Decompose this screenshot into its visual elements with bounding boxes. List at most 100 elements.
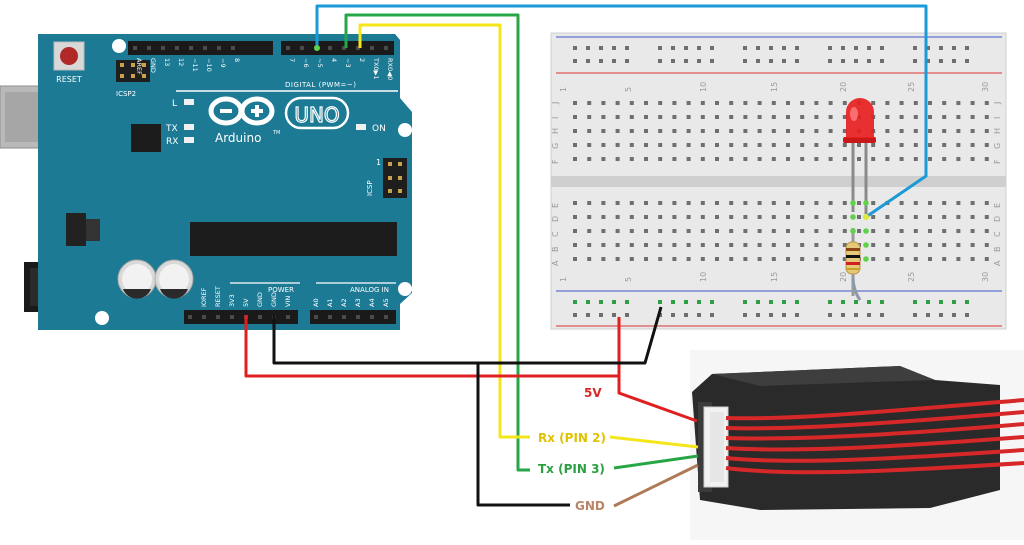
voltage-regulator	[66, 213, 86, 246]
breadboard-hole	[601, 243, 606, 247]
breadboard-hole	[814, 215, 819, 219]
rail-hole	[913, 300, 917, 304]
header-pin	[258, 315, 262, 319]
rail-hole	[965, 46, 969, 50]
rail-hole	[926, 313, 930, 317]
row-letter: D	[551, 216, 560, 222]
rail-hole	[880, 59, 884, 63]
breadboard-hole	[970, 229, 975, 233]
wire-yellow-rx	[358, 23, 530, 439]
row-letter: E	[551, 203, 560, 208]
breadboard-hole	[913, 257, 918, 261]
breadboard-hole	[956, 101, 961, 105]
breadboard-hole	[757, 257, 762, 261]
breadboard-hole	[928, 101, 932, 105]
wire-red-to-sensor	[617, 376, 698, 423]
breadboard-hole	[842, 257, 847, 261]
capacitors	[117, 259, 194, 299]
breadboard-hole	[800, 201, 805, 205]
rail-hole	[697, 59, 701, 63]
rail-hole	[625, 59, 629, 63]
digital-pin-label: ~6	[302, 58, 310, 68]
breadboard-hole	[942, 243, 947, 247]
bottom-pin-label: A3	[354, 298, 362, 307]
ribbon-wire	[725, 461, 1024, 475]
digital-pin-label: TX0▶1	[372, 57, 380, 80]
breadboard-hole	[629, 229, 634, 233]
breadboard-hole	[715, 129, 719, 133]
breadboard-hole	[573, 129, 577, 133]
row-letter: A	[993, 260, 1002, 266]
rail-hole	[952, 46, 956, 50]
breadboard-hole	[786, 115, 790, 119]
rail-hole	[756, 300, 760, 304]
breadboard-hole	[700, 129, 705, 133]
breadboard-hole	[615, 243, 620, 247]
breadboard-hole	[757, 201, 762, 205]
header-pin	[230, 315, 234, 319]
rail-hole	[965, 313, 969, 317]
header-block-right	[281, 41, 394, 55]
rail-hole	[586, 59, 590, 63]
breadboard-hole	[573, 143, 577, 147]
breadboard-hole	[842, 243, 847, 247]
breadboard-hole	[757, 215, 762, 219]
rail-hole	[880, 300, 884, 304]
bottom-pin-label: A2	[340, 298, 348, 307]
rail-hole	[625, 46, 629, 50]
breadboard-hole	[800, 143, 805, 147]
digital-pin-label: 4	[330, 58, 338, 62]
row-letter: A	[551, 260, 560, 266]
breadboard-hole	[644, 101, 648, 105]
rail-hole	[710, 46, 714, 50]
breadboard-hole	[984, 115, 989, 119]
rail-hole	[926, 59, 930, 63]
rail-hole	[828, 46, 832, 50]
breadboard-rail-holes	[573, 46, 969, 317]
rail-hole	[782, 46, 786, 50]
breadboard-hole	[743, 143, 748, 147]
icsp2-pin	[131, 74, 135, 78]
row-letter: F	[993, 159, 1002, 164]
breadboard-hole	[828, 215, 833, 219]
rail-hole	[867, 300, 871, 304]
breadboard-hole	[629, 115, 634, 119]
breadboard-hole	[700, 143, 705, 147]
rail-hole	[769, 59, 773, 63]
breadboard-hole	[700, 201, 705, 205]
breadboard-hole	[573, 101, 577, 105]
breadboard-hole	[615, 215, 620, 219]
breadboard-hole	[615, 201, 620, 205]
breadboard-hole	[587, 157, 592, 161]
col-num-top: 5	[624, 87, 633, 92]
breadboard-hole	[686, 115, 691, 119]
on-led	[356, 124, 366, 130]
rail-hole	[926, 300, 930, 304]
breadboard-hole	[629, 257, 634, 261]
active-hole	[863, 242, 869, 248]
breadboard-hole	[885, 129, 890, 133]
breadboard-hole	[587, 143, 592, 147]
rail-hole	[880, 313, 884, 317]
breadboard-hole	[644, 201, 648, 205]
breadboard-hole	[672, 157, 677, 161]
header-pin	[384, 315, 388, 319]
breadboard-hole	[899, 201, 904, 205]
rail-hole	[671, 313, 675, 317]
breadboard-hole	[899, 243, 904, 247]
breadboard-hole	[587, 215, 592, 219]
uno-text: UNO	[294, 103, 339, 127]
digital-pin-label: 12	[177, 58, 185, 66]
col-num-bottom: 25	[907, 272, 916, 282]
breadboard-hole	[786, 201, 790, 205]
resistor-band	[846, 255, 860, 258]
breadboard-hole	[814, 115, 819, 119]
breadboard-hole	[942, 257, 947, 261]
usb-chip	[131, 124, 161, 152]
breadboard-hole	[601, 143, 606, 147]
col-num-bottom: 1	[559, 277, 568, 282]
breadboard-holes	[573, 101, 989, 261]
col-num-bottom: 15	[770, 272, 779, 282]
breadboard-hole	[573, 243, 577, 247]
